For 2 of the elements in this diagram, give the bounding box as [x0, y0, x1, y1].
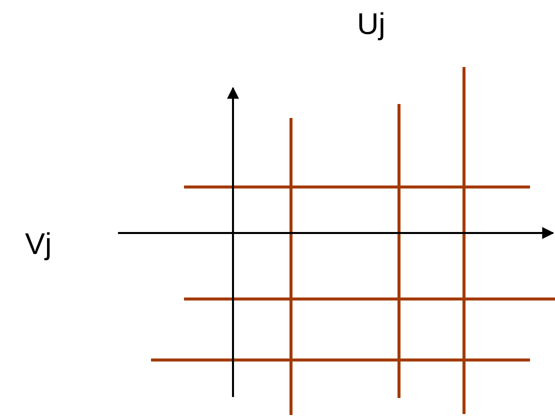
- axis-label: Vj: [25, 230, 52, 260]
- axis-label: Uj: [357, 10, 386, 40]
